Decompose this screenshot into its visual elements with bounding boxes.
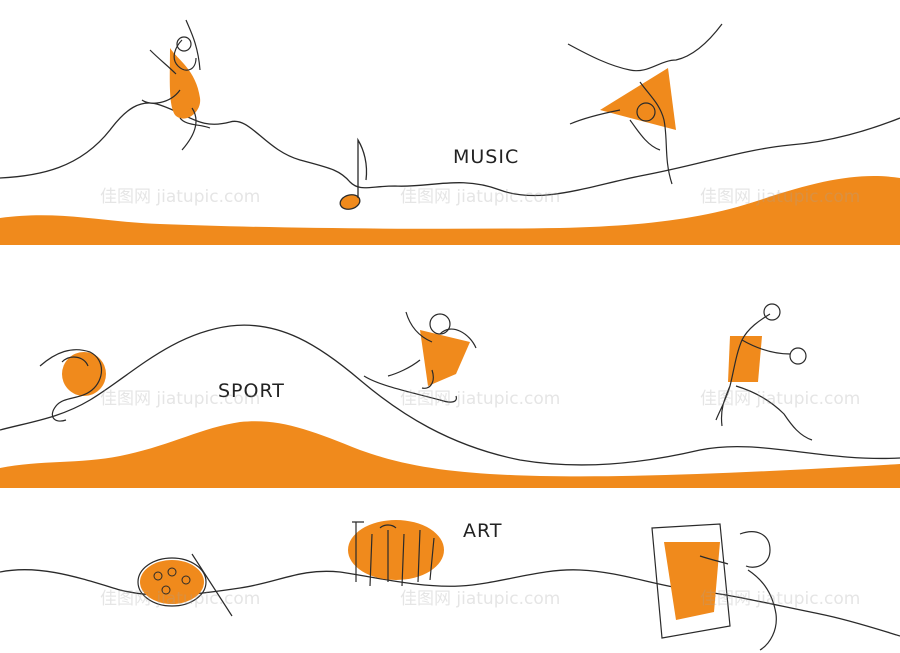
watermark: 佳图网 jiatupic.com <box>100 187 261 207</box>
music-panel: MUSIC <box>0 0 900 245</box>
panel-divider <box>0 245 900 251</box>
watermark: 佳图网 jiatupic.com <box>100 389 261 409</box>
art-illustration <box>0 520 900 651</box>
sport-panel: SPORT <box>0 250 900 488</box>
paint-palette-icon <box>137 553 233 617</box>
basketball-player-figure <box>715 303 813 441</box>
breakdancer-figure <box>567 23 723 185</box>
snowboarder-figure <box>363 311 477 403</box>
soccer-player-figure <box>39 349 106 422</box>
art-label: ART <box>463 520 503 542</box>
sport-wave-line <box>0 324 900 466</box>
watermark: 佳图网 jiatupic.com <box>400 389 561 409</box>
sport-label: SPORT <box>218 380 285 402</box>
painter-at-canvas-figure <box>651 523 777 651</box>
watermark: 佳图网 jiatupic.com <box>700 589 861 609</box>
music-illustration <box>0 19 900 245</box>
watermark: 佳图网 jiatupic.com <box>100 589 261 609</box>
watermark: 佳图网 jiatupic.com <box>700 389 861 409</box>
brushes-cup-icon <box>348 520 444 587</box>
music-wave-line <box>0 102 900 197</box>
music-note-icon <box>339 137 368 210</box>
watermark: 佳图网 jiatupic.com <box>400 589 561 609</box>
sport-illustration <box>0 303 900 488</box>
music-ground-band <box>0 176 900 245</box>
panel-divider <box>0 488 900 494</box>
music-label: MUSIC <box>453 146 520 168</box>
art-panel: ART <box>0 494 900 653</box>
sport-ground-band <box>0 421 900 488</box>
watermark: 佳图网 jiatupic.com <box>400 187 561 207</box>
jumping-dancer-figure <box>141 19 211 151</box>
watermark: 佳图网 jiatupic.com <box>700 187 861 207</box>
